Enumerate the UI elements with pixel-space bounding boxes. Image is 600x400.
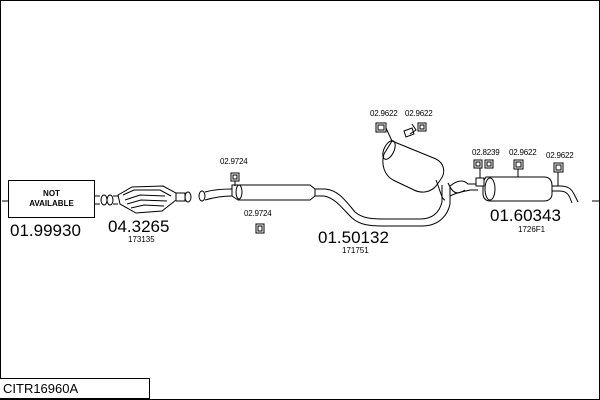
hanger-h7-label: 02.9622 — [546, 151, 574, 160]
hanger-h4-icon — [403, 122, 427, 138]
hanger-h5-icon — [473, 159, 494, 187]
not-available-line1: NOT — [43, 189, 60, 198]
not-available-box: NOT AVAILABLE — [8, 180, 95, 218]
hanger-h6-label: 02.9622 — [509, 148, 537, 157]
intermediate-pipe — [198, 188, 233, 202]
hanger-h2-icon — [255, 223, 265, 234]
hanger-h7-icon — [553, 162, 564, 186]
middle-section-ref: 171751 — [342, 246, 369, 255]
hanger-h3-label: 02.9622 — [370, 109, 398, 118]
diagram-code: CITR16960A — [3, 381, 79, 396]
hanger-h5-label: 02.8239 — [472, 148, 500, 157]
hanger-h4-label: 02.9622 — [405, 109, 433, 118]
catalyst-ref: 173135 — [128, 235, 155, 244]
hanger-h2-label: 02.9724 — [244, 209, 272, 218]
hanger-h3-icon — [375, 122, 393, 142]
hanger-h1-icon — [230, 172, 240, 186]
rear-silencer-ref: 1726F1 — [518, 225, 546, 234]
front-pipe — [95, 194, 118, 206]
rear-silencer-code: 01.60343 — [490, 206, 561, 225]
middle-silencer-rear — [382, 140, 478, 201]
catalyst — [117, 185, 192, 214]
not-available-line2: AVAILABLE — [29, 199, 74, 208]
hanger-h1-label: 02.9724 — [220, 157, 248, 166]
diagram-code-box: CITR16960A — [0, 378, 150, 399]
rear-silencer — [482, 176, 579, 204]
catalyst-code: 04.3265 — [108, 217, 170, 236]
middle-section-code: 01.50132 — [318, 228, 389, 247]
front-pipe-code: 01.99930 — [10, 221, 81, 240]
hanger-h6-icon — [513, 159, 524, 177]
middle-silencer-front — [231, 184, 451, 227]
